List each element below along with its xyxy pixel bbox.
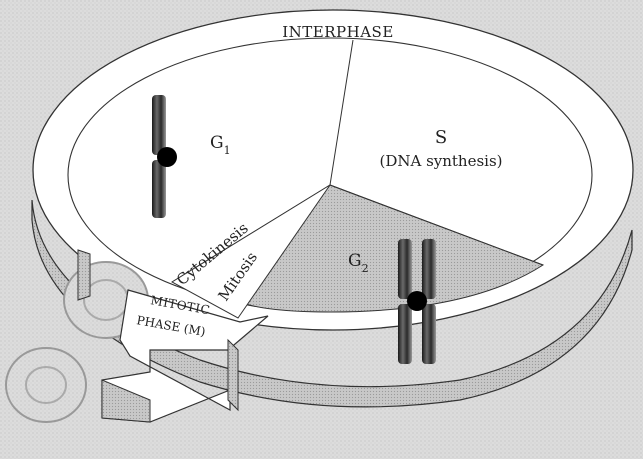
mitotic-arrow-side	[101, 379, 151, 423]
g1-chromosome	[152, 95, 177, 218]
ring-cut-edge	[227, 338, 239, 412]
g1-s-divider	[329, 39, 354, 186]
g1-label: G1	[210, 133, 231, 157]
g2-label: G2	[348, 251, 369, 275]
s-label: S	[435, 127, 447, 148]
ring-side-wall	[31, 199, 633, 408]
s-g2-divider	[329, 184, 544, 266]
ring-cut-edge-left	[77, 249, 91, 301]
g1-centromere	[157, 147, 177, 167]
g2-centromere	[407, 291, 427, 311]
s-detail: (DNA synthesis)	[379, 152, 502, 170]
g2-chromosome	[398, 239, 436, 364]
g2-sector	[234, 184, 545, 313]
daughter-cell-lower	[5, 347, 87, 423]
interphase-label: INTERPHASE	[282, 23, 394, 41]
mitotic-wedge	[171, 184, 331, 319]
